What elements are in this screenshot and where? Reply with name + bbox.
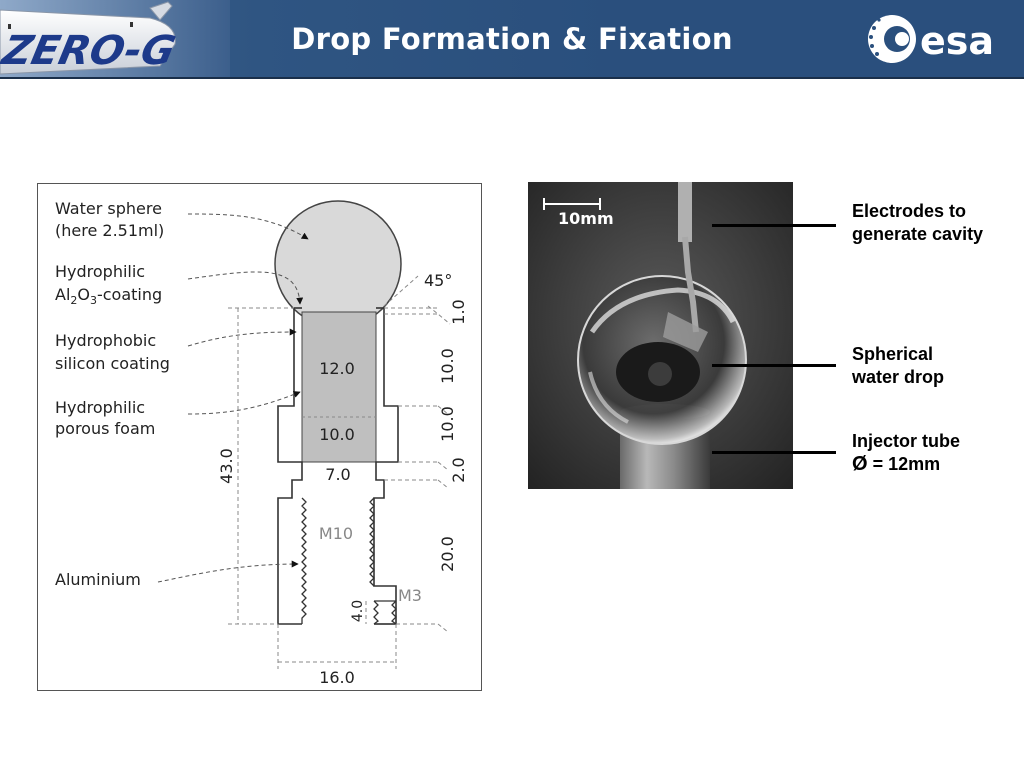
dim-4: 4.0 (350, 600, 366, 622)
dim-inner-10: 10.0 (319, 425, 355, 444)
dim-2: 2.0 (449, 457, 468, 482)
header-bar: ZERO-G Drop Formation & Fixation esa (0, 0, 1024, 79)
label-al2o3-coating: Al2O3-coating (55, 285, 162, 307)
label-water-sphere-volume: (here 2.51ml) (55, 221, 164, 240)
technical-drawing: Water sphere (here 2.51ml) Hydrophilic A… (37, 183, 482, 691)
dim-inner-7: 7.0 (325, 465, 350, 484)
label-hydrophilic-foam: Hydrophilic (55, 398, 145, 417)
callout-line-tube (712, 451, 836, 454)
m3-thread (373, 600, 397, 625)
dim-10a: 10.0 (438, 348, 457, 384)
label-hydrophilic-coating: Hydrophilic (55, 262, 145, 281)
page-title: Drop Formation & Fixation (291, 22, 733, 56)
esa-wordmark: esa (920, 19, 994, 63)
callout-line-electrodes (712, 224, 836, 227)
dim-thread-m3: M3 (398, 586, 422, 605)
dim-43: 43.0 (217, 448, 236, 484)
m10-thread-right (369, 497, 375, 587)
label-aluminium: Aluminium (55, 570, 141, 589)
label-water-sphere: Water sphere (55, 199, 162, 218)
m10-thread-left (301, 497, 307, 624)
callout-electrodes: Electrodes to generate cavity (852, 201, 984, 244)
dim-inner-12: 12.0 (319, 359, 355, 378)
dim-10b: 10.0 (438, 406, 457, 442)
diameter-symbol: Ø (852, 453, 868, 475)
dim-angle-45: 45° (424, 271, 452, 290)
water-drop-photo: 10mm (528, 182, 793, 489)
dim-1: 1.0 (449, 299, 468, 324)
porous-foam-fill (301, 311, 377, 463)
dim-thread-m10: M10 (319, 524, 353, 543)
label-porous-foam: porous foam (55, 419, 155, 438)
esa-logo: esa (868, 15, 994, 63)
callout-injector-tube: Injector tube Ø = 12mm (852, 431, 961, 475)
dim-20: 20.0 (438, 536, 457, 572)
callout-line-drop (712, 364, 836, 367)
callout-spherical-drop: Spherical water drop (852, 344, 945, 387)
dim-width-16: 16.0 (319, 668, 355, 687)
photo-scale-label: 10mm (558, 209, 614, 228)
plane-lettering: ZERO-G (0, 26, 180, 73)
zero-g-plane-image: ZERO-G (0, 0, 230, 77)
label-silicon-coating: silicon coating (55, 354, 170, 373)
label-hydrophobic: Hydrophobic (55, 331, 156, 350)
